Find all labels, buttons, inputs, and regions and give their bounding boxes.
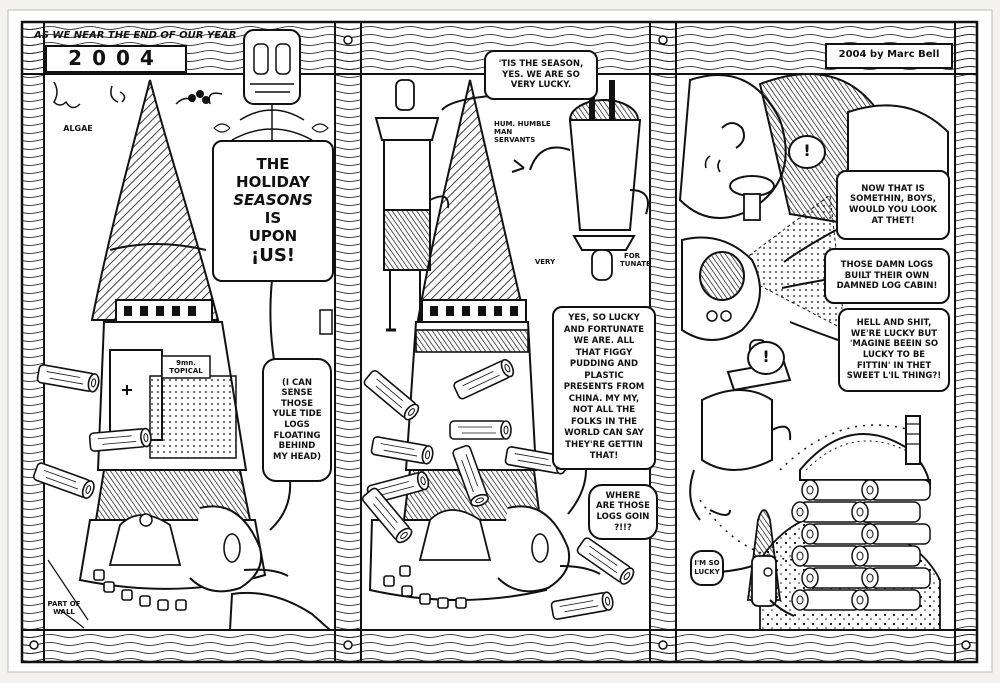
hell-lucky-bubble: HELL AND SHIT, WE'RE LUCKY BUT 'MAGINE B…	[838, 308, 950, 392]
holiday-line-3: IS	[264, 209, 282, 228]
fortunate-label: FOR TUNATE	[620, 252, 651, 269]
panel-2-art	[360, 79, 649, 621]
header-caption: AS WE NEAR THE END OF OUR YEAR	[34, 30, 237, 41]
year-title: 2004	[68, 46, 164, 70]
holiday-line-2: SEASONS	[233, 191, 313, 210]
sense-bubble: (I CAN SENSE THOSE YULE TIDE LOGS FLOATI…	[262, 358, 332, 482]
very-label: VERY	[534, 258, 556, 266]
somethin-bubble: NOW THAT IS SOMETHIN, BOYS, WOULD YOU LO…	[836, 170, 950, 240]
log-cabin-bubble: THOSE DAMN LOGS BUILT THEIR OWN DAMNED L…	[824, 248, 950, 304]
holiday-line-1: THE HOLIDAY	[236, 155, 310, 192]
panel-1-art	[31, 29, 333, 631]
where-logs-bubble: WHERE ARE THOSE LOGS GOIN ?!!?	[588, 484, 658, 540]
holiday-sign: THE HOLIDAY SEASONS IS UPON ¡US!	[212, 140, 334, 282]
servants-label: HUM. HUMBLE MAN SERVANTS	[494, 120, 551, 145]
tis-season-bubble: 'TIS THE SEASON, YES. WE ARE SO VERY LUC…	[484, 50, 598, 100]
so-lucky-bubble: I'M SO LUCKY	[690, 550, 724, 586]
exclaim-upper: !	[803, 141, 811, 160]
panel-3-art	[678, 73, 949, 631]
credit-line: 2004 by Marc Bell	[838, 49, 940, 60]
algae-label: ALGAE	[63, 124, 93, 133]
wall-label: PART OF WALL	[47, 600, 81, 617]
holiday-line-5: ¡US!	[251, 245, 295, 267]
topical-tag: 9mn. TOPICAL	[169, 359, 203, 376]
exclaim-lower: !	[762, 347, 770, 366]
holiday-line-4: UPON	[248, 227, 298, 246]
wood-frame	[20, 20, 979, 664]
lucky-bubble: YES, SO LUCKY AND FORTUNATE WE ARE. ALL …	[552, 306, 656, 470]
